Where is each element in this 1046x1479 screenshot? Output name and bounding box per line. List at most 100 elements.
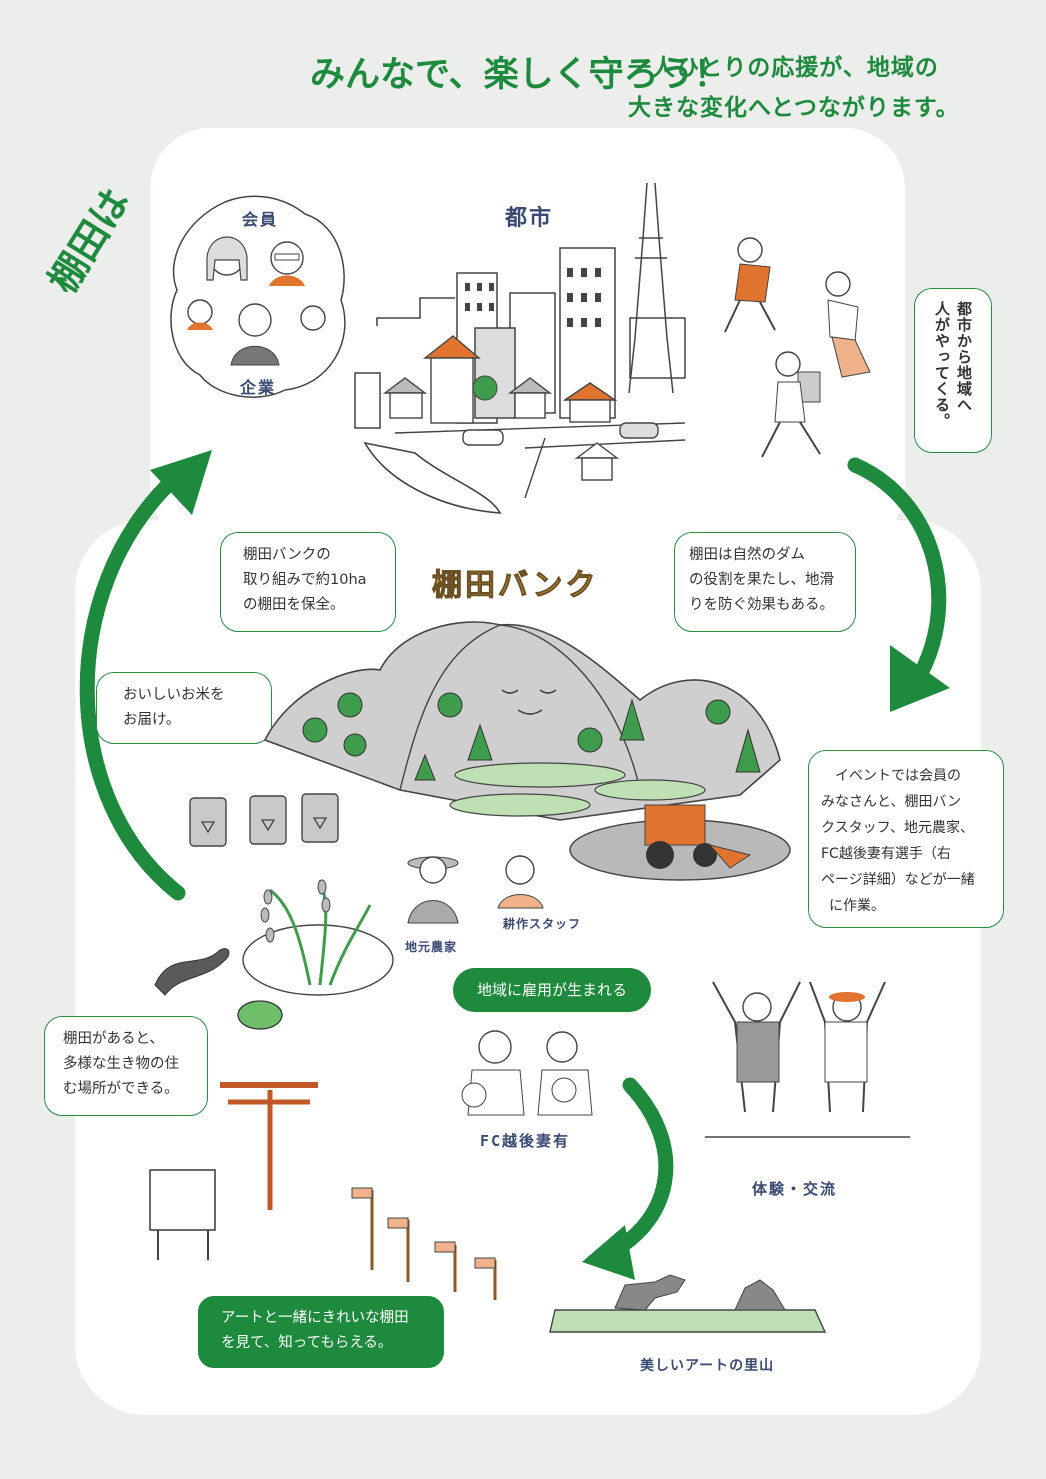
terrace: [454, 762, 626, 788]
tree: [343, 733, 367, 757]
callout-event-line2: みなさんと、棚田バン: [821, 794, 962, 810]
headline-part2: みんなで、楽しく守ろう！: [310, 55, 729, 95]
pond: [242, 924, 394, 996]
tree: [467, 723, 493, 761]
car: [462, 429, 504, 446]
tree: [302, 717, 328, 743]
callout-dam-line3: りを防ぐ効果もある。: [689, 597, 834, 613]
callout-dam-line1: 棚田は自然のダム: [689, 547, 805, 563]
player-2: [537, 1031, 593, 1116]
callout-conservation-line1: 棚田バンクの: [243, 547, 331, 563]
label-farmer: 地元農家: [405, 940, 458, 954]
arrow-right-head: [890, 645, 950, 712]
city-building: [629, 317, 686, 379]
member-face-1: [206, 236, 248, 281]
terrace: [594, 779, 706, 801]
subheading-line2: 大きな変化へとつながります。: [628, 95, 960, 121]
tree: [337, 692, 363, 718]
callout-rice: おいしいお米を お届け。: [96, 672, 272, 744]
house: [514, 392, 546, 419]
callout-event: イベントでは会員の みなさんと、棚田バン クスタッフ、地元農家、 FC越後妻有選…: [808, 750, 1004, 928]
member-face-4: [230, 303, 280, 366]
callout-city-to-region: 都市から地域へ 人がやってくる。: [914, 288, 992, 453]
tree: [619, 698, 645, 741]
member-face-3: [187, 299, 213, 330]
rice-bags: [189, 793, 339, 847]
label-city: 都市: [505, 206, 554, 231]
tree: [437, 692, 463, 718]
tree: [735, 728, 761, 773]
callout-city-to-region-line1: 都市から地域へ: [955, 301, 973, 413]
label-staff: 耕作スタッフ: [503, 917, 582, 931]
dragonfly-sculpture: [220, 1082, 318, 1210]
callout-rice-line1: おいしいお米を: [123, 687, 225, 703]
signboard: [149, 1169, 216, 1260]
experience-figure-1: [712, 981, 801, 1113]
label-experience: 体験・交流: [752, 1180, 838, 1198]
farmer-figure: [407, 856, 459, 924]
house: [581, 457, 613, 481]
tree: [414, 753, 436, 781]
flag-poles: [351, 1187, 497, 1300]
callout-dam: 棚田は自然のダム の役割を果たし、地滑 りを防ぐ効果もある。: [674, 532, 856, 632]
arrow-left-shape: [79, 470, 186, 901]
callout-event-line4: FC越後妻有選手（右: [821, 846, 951, 862]
callout-art-line2: を見て、知ってもらえる。: [221, 1335, 393, 1351]
art-sculptures: [149, 1082, 497, 1300]
house-roof: [382, 377, 428, 394]
tree: [705, 699, 731, 725]
house: [389, 392, 423, 419]
bullet-train: [363, 441, 502, 514]
traveler-2: [825, 271, 871, 378]
callout-creatures-line1: 棚田があると、: [63, 1031, 164, 1047]
callout-employment: 地域に雇用が生まれる: [453, 968, 651, 1012]
frog: [237, 1000, 283, 1030]
callout-conservation-line2: 取り組みで約10ha: [243, 572, 367, 588]
member-face-2: [269, 241, 305, 286]
nature-illustration: [154, 879, 394, 1030]
player-1: [461, 1030, 525, 1116]
callout-creatures-line3: む場所ができる。: [63, 1081, 179, 1097]
fc-players: [461, 1030, 593, 1116]
tree: [577, 727, 603, 753]
experience-figure-2: [809, 981, 886, 1113]
arrow-bottom-head: [582, 1225, 635, 1280]
satoyama-illustration: [549, 1274, 827, 1333]
callout-creatures: 棚田があると、 多様な生き物の住 む場所ができる。: [44, 1016, 208, 1116]
staff-figure: [497, 855, 544, 909]
arrow-bottom-shape: [597, 1077, 674, 1263]
farmer-sculpture: [734, 1279, 786, 1311]
tractor: [644, 804, 752, 869]
callout-event-line3: クスタッフ、地元農家、: [821, 820, 975, 836]
arrow-right-shape: [847, 457, 947, 683]
mountains-illustration: [263, 621, 791, 881]
label-bank: 棚田バンク: [432, 568, 599, 604]
traveler-1: [724, 237, 776, 333]
callout-art-line1: アートと一緒にきれいな棚田: [221, 1310, 409, 1326]
subheading-line1: 一人ひとりの応援が、地域の: [628, 55, 939, 81]
label-members-bottom: 企業: [240, 378, 277, 397]
callout-creatures-line2: 多様な生き物の住: [63, 1056, 179, 1072]
member-face-5: [300, 305, 326, 331]
label-satoyama: 美しいアートの里山: [640, 1358, 775, 1374]
traveler-3: [761, 351, 821, 458]
label-members-top: 会員: [242, 210, 279, 229]
house: [569, 399, 611, 423]
subheading: 一人ひとりの応援が、地域の 大きな変化へとつながります。: [628, 48, 1008, 128]
people-illustration: [407, 855, 544, 924]
city-building: [474, 327, 516, 419]
city-illustration: [354, 182, 686, 514]
callout-event-line1: イベントでは会員の: [835, 768, 961, 784]
car: [619, 422, 659, 439]
callout-city-to-region-line2: 人がやってくる。: [933, 301, 951, 429]
sky-tower: [628, 182, 674, 394]
callout-dam-line2: の役割を果たし、地滑: [689, 572, 834, 588]
house: [430, 357, 474, 424]
members-cloud: [170, 195, 346, 398]
callout-event-line5: ページ詳細）などが一緒: [821, 872, 975, 888]
city-building: [354, 372, 381, 429]
callout-event-line6: に作業。: [829, 898, 885, 914]
horse-sculpture: [614, 1274, 686, 1311]
travelers-illustration: [724, 237, 871, 458]
